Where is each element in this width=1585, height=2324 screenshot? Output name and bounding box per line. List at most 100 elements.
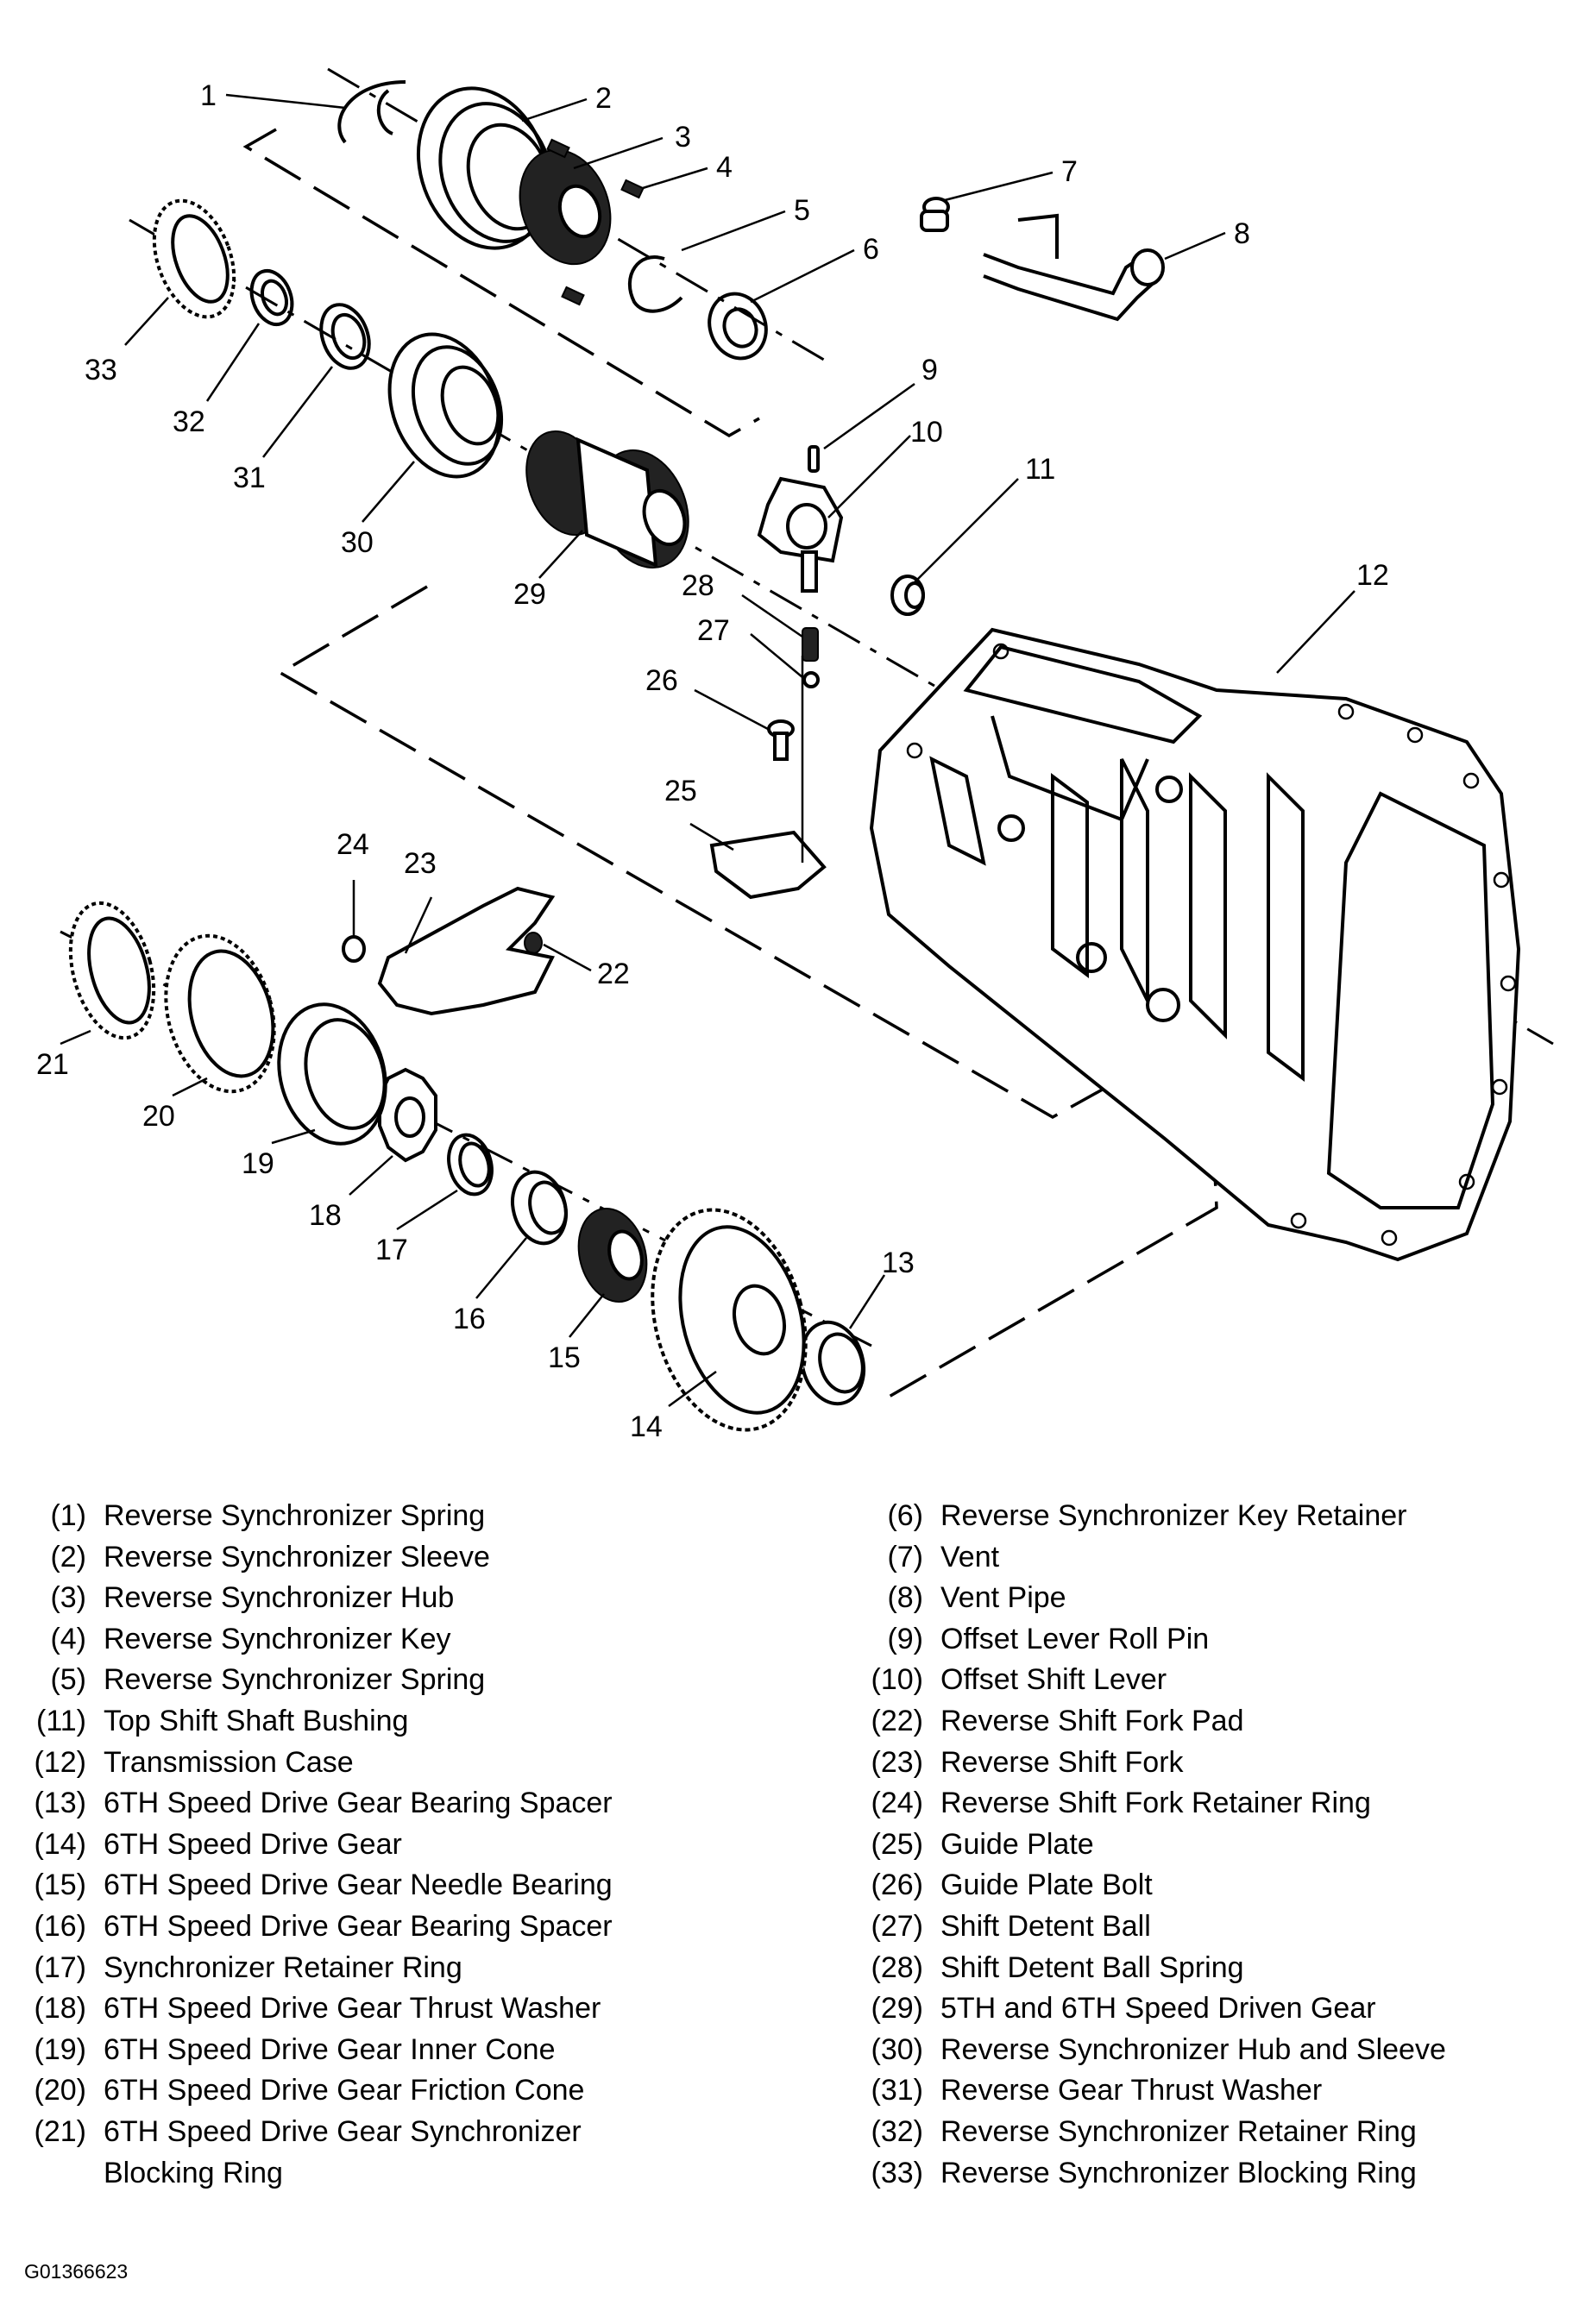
part-29-driven-gear	[525, 430, 689, 568]
legend-number: (12)	[34, 1745, 86, 1779]
callout-23: 23	[404, 847, 437, 880]
legend-item: (7) Vent	[863, 1541, 1446, 1582]
legend-number: (29)	[871, 1992, 923, 2026]
callout-12: 12	[1356, 559, 1389, 592]
part-3-synchronizer-hub	[519, 148, 612, 266]
legend-label: Reverse Synchronizer Key	[104, 1622, 451, 1655]
legend-item: (27)Shift Detent Ball	[863, 1910, 1446, 1951]
legend-item: (28) Shift Detent Ball Spring	[863, 1951, 1446, 1993]
legend-label: Reverse Synchronizer Spring	[104, 1499, 486, 1532]
legend-item: (5)Reverse Synchronizer Spring	[26, 1663, 613, 1705]
part-14-drive-gear	[651, 1208, 808, 1432]
legend-number: (26)	[871, 1869, 923, 1902]
legend-label: 5TH and 6TH Speed Driven Gear	[940, 1992, 1376, 2026]
legend-item: (15) 6TH Speed Drive Gear Needle Bearing	[26, 1869, 613, 1910]
part-25-guide-plate	[709, 830, 827, 900]
case-bolt-holes	[906, 643, 1517, 1247]
legend-item: (32)Reverse Synchronizer Retainer Ring	[863, 2115, 1446, 2157]
part-33-blocking-ring	[152, 198, 236, 319]
legend-label: Reverse Synchronizer Spring	[104, 1663, 486, 1697]
legend-number: (2)	[50, 1540, 86, 1573]
legend-label: Vent	[940, 1540, 1000, 1573]
legend-item: (30) Reverse Synchronizer Hub and Sleeve	[863, 2033, 1446, 2075]
legend-label: Reverse Synchronizer Hub	[104, 1581, 455, 1615]
legend-item: (17)Synchronizer Retainer Ring	[26, 1951, 613, 1993]
legend-number: (20)	[34, 2074, 86, 2107]
callout-10: 10	[910, 416, 943, 449]
legend-label: Reverse Synchronizer Key Retainer	[940, 1499, 1407, 1532]
part-26-guide-plate-bolt	[767, 719, 795, 761]
legend-item: (6) Reverse Synchronizer Key Retainer	[863, 1499, 1446, 1541]
part-13-gear-bearing-spacer	[799, 1320, 866, 1406]
legend-item: (19)6TH Speed Drive Gear Inner Cone	[26, 2033, 613, 2075]
legend-number: (3)	[50, 1581, 86, 1615]
legend-number: (6)	[887, 1499, 923, 1532]
legend-item: (33)Reverse Synchronizer Blocking Ring	[863, 2157, 1446, 2198]
leader-lines	[60, 93, 1355, 1408]
legend-number: (17)	[34, 1950, 86, 1984]
part-21-blocking-ring	[68, 901, 156, 1040]
legend-item: (23)Reverse Shift Fork	[863, 1746, 1446, 1787]
legend-number: (31)	[871, 2074, 923, 2107]
callout-9: 9	[921, 354, 938, 386]
part-10-offset-shift-lever	[757, 476, 844, 593]
legend-label: 6TH Speed Drive Gear Needle Bearing	[104, 1869, 613, 1902]
callout-19: 19	[242, 1147, 274, 1180]
callout-18: 18	[309, 1199, 342, 1232]
callout-32: 32	[173, 405, 205, 438]
legend-label: Shift Detent Ball Spring	[940, 1950, 1244, 1984]
callout-21: 21	[36, 1048, 69, 1081]
part-1-synchronizer-spring	[337, 80, 406, 144]
part-18-thrust-washer	[378, 1067, 437, 1163]
upper-group-frame	[242, 128, 760, 438]
callout-20: 20	[142, 1100, 175, 1133]
legend-number: (9)	[887, 1622, 923, 1655]
legend-label: Offset Lever Roll Pin	[940, 1622, 1210, 1655]
callout-26: 26	[645, 664, 678, 697]
legend-number: (21)	[34, 2114, 86, 2148]
callout-labels: 1 2 3 4 5 6 7 8 9 10 11 12 13 14 15 16 1…	[36, 79, 1389, 1443]
part-6-key-retainer	[708, 292, 768, 361]
callout-28: 28	[682, 569, 714, 602]
legend-item: (18)6TH Speed Drive Gear Thrust Washer	[26, 1992, 613, 2033]
legend-label: Reverse Synchronizer Hub and Sleeve	[940, 2032, 1446, 2066]
legend-number: (15)	[34, 1869, 86, 1902]
legend-number: (19)	[34, 2032, 86, 2066]
legend-label: 6TH Speed Drive Gear Friction Cone	[104, 2074, 585, 2107]
legend-label: 6TH Speed Drive Gear	[104, 1827, 402, 1861]
part-16-bearing-spacer	[511, 1170, 568, 1246]
callout-1: 1	[200, 79, 217, 112]
callout-17: 17	[375, 1234, 408, 1266]
callout-29: 29	[513, 578, 546, 611]
legend-number: (7)	[887, 1540, 923, 1573]
part-32-retainer-ring	[249, 269, 294, 326]
part-22-fork-pad	[524, 932, 543, 954]
callout-5: 5	[794, 194, 810, 227]
legend-label: Reverse Shift Fork Retainer Ring	[940, 1787, 1371, 1820]
legend-item: (25)Guide Plate	[863, 1828, 1446, 1869]
legend-label: Guide Plate	[940, 1827, 1094, 1861]
callout-2: 2	[595, 82, 612, 115]
legend-number: (18)	[34, 1992, 86, 2026]
part-20-friction-cone	[164, 933, 276, 1094]
legend-number: (28)	[871, 1950, 923, 1984]
callout-27: 27	[697, 614, 730, 647]
legend-number: (30)	[871, 2032, 923, 2066]
legend-number: (33)	[871, 2156, 923, 2189]
part-27-detent-ball	[802, 671, 820, 688]
legend-item: (29) 5TH and 6TH Speed Driven Gear	[863, 1992, 1446, 2033]
part-5-synchronizer-spring	[628, 255, 683, 313]
exploded-view-diagram: 1 2 3 4 5 6 7 8 9 10 11 12 13 14 15 16 1…	[36, 67, 1554, 1443]
legend-label: Shift Detent Ball	[940, 1909, 1151, 1943]
part-28-detent-spring	[802, 627, 819, 662]
legend-item: (1)Reverse Synchronizer Spring	[26, 1499, 613, 1541]
legend-item: (3) Reverse Synchronizer Hub	[26, 1581, 613, 1623]
part-19-inner-cone	[277, 1002, 387, 1146]
legend-item: (24)Reverse Shift Fork Retainer Ring	[863, 1787, 1446, 1828]
callout-8: 8	[1234, 217, 1250, 250]
legend-item: (16)6TH Speed Drive Gear Bearing Spacer	[26, 1910, 613, 1951]
part-4-synchronizer-keys	[546, 138, 645, 306]
callout-22: 22	[597, 958, 630, 990]
callout-6: 6	[863, 233, 879, 266]
legend-item: (21)6TH Speed Drive Gear Synchronizer	[26, 2115, 613, 2157]
